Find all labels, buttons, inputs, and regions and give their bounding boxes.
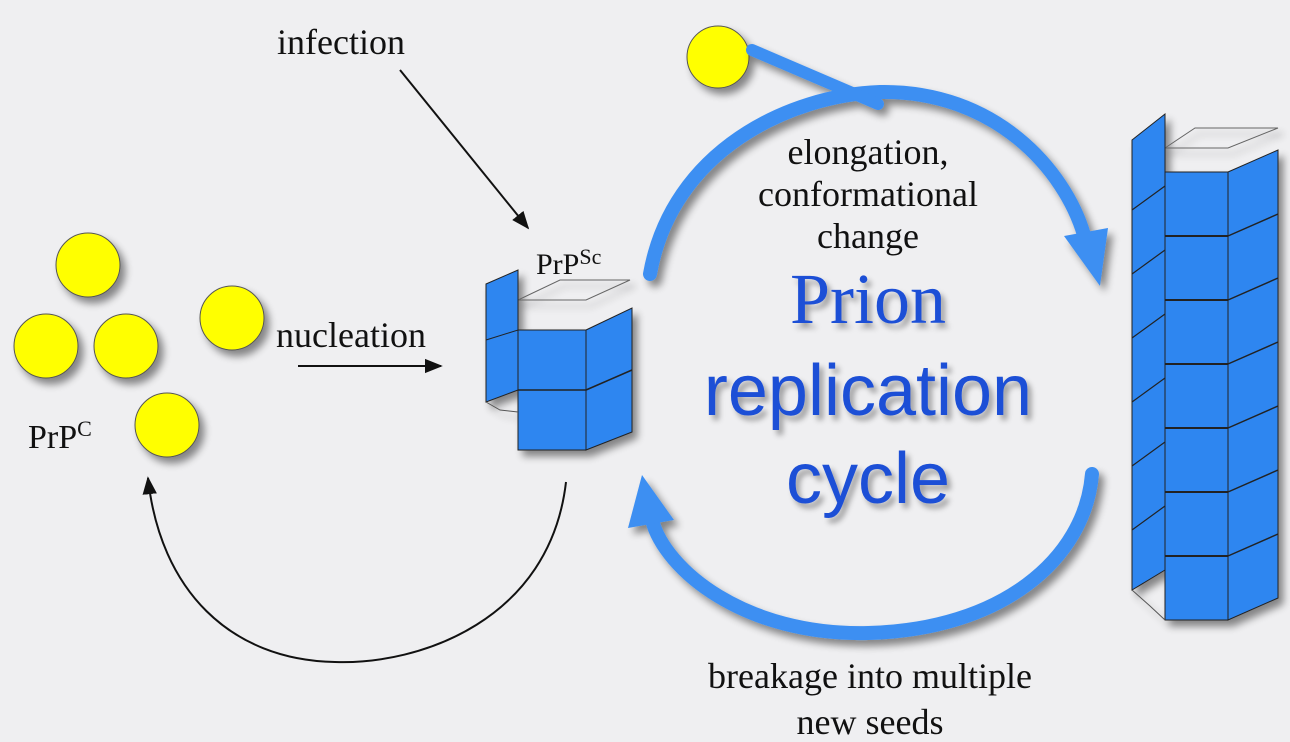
prpsc-label: PrPSc: [536, 244, 602, 281]
breakage-seeds-label: breakage into multiple new seeds: [708, 656, 1032, 742]
elongation-cycle-arrow: [643, 84, 1091, 281]
prpc-monomer: [13, 313, 79, 379]
fibril-unit-divider: [1131, 377, 1166, 403]
fibril-unit-divider: [1227, 405, 1279, 429]
title-line2: replication: [704, 351, 1032, 431]
replication-cycle-arrows: [628, 44, 1108, 641]
infection-label: infection: [277, 22, 405, 62]
breakage-seeds-line1: breakage into multiple: [708, 656, 1032, 696]
fibril-front-column: [1164, 171, 1229, 621]
fibril-unit-divider: [1227, 469, 1279, 493]
fibril-unit-divider: [1227, 213, 1279, 237]
title-line3: cycle: [786, 439, 950, 519]
fibril-top-outline: [1163, 127, 1279, 149]
fibril-unit-divider: [1131, 313, 1166, 339]
fibril-unit-divider: [1131, 249, 1166, 275]
breakage-cycle-arrow: [645, 467, 1099, 641]
nucleation-label: nucleation: [276, 315, 426, 355]
fibril-unit-divider: [1227, 533, 1279, 557]
fibril-side-column: [1227, 149, 1279, 621]
diagram-title: Prion replication cycle: [704, 259, 1032, 519]
prpc-label: PrPC: [28, 416, 92, 456]
prpc-monomer: [93, 313, 159, 379]
fibril-left-strip: [1131, 112, 1166, 591]
elongating-monomer: [686, 25, 750, 89]
fibril-unit-divider: [1131, 505, 1166, 531]
breakage-arrowhead: [628, 475, 674, 528]
monomer-incoming-arrow: [746, 44, 884, 110]
breakage-seeds-line2: new seeds: [797, 702, 944, 742]
elongated-fibril: [1131, 112, 1279, 621]
prpc-monomer: [55, 232, 121, 298]
fibril-unit-divider: [1227, 277, 1279, 301]
fibril-bottom-outline: [1131, 589, 1166, 621]
fibril-unit-divider: [1131, 441, 1166, 467]
breakage-arrow-left: [142, 476, 567, 664]
infection-arrow: [399, 69, 530, 230]
fibril-unit-divider: [1227, 341, 1279, 365]
elongation-label: elongation, conformational change: [758, 132, 978, 256]
nucleating-monomer: [199, 285, 265, 351]
prpsc-seed: [485, 269, 633, 451]
elongation-label-line2: conformational: [758, 174, 978, 214]
elongation-label-line1: elongation,: [788, 132, 949, 172]
prpc-monomer: [134, 392, 200, 458]
elongation-arrowhead: [1064, 228, 1108, 286]
prpc-monomer-cluster: [13, 232, 265, 458]
elongation-label-line3: change: [817, 216, 919, 256]
title-line1: Prion: [790, 259, 946, 339]
fibril-unit-divider: [1131, 185, 1166, 211]
